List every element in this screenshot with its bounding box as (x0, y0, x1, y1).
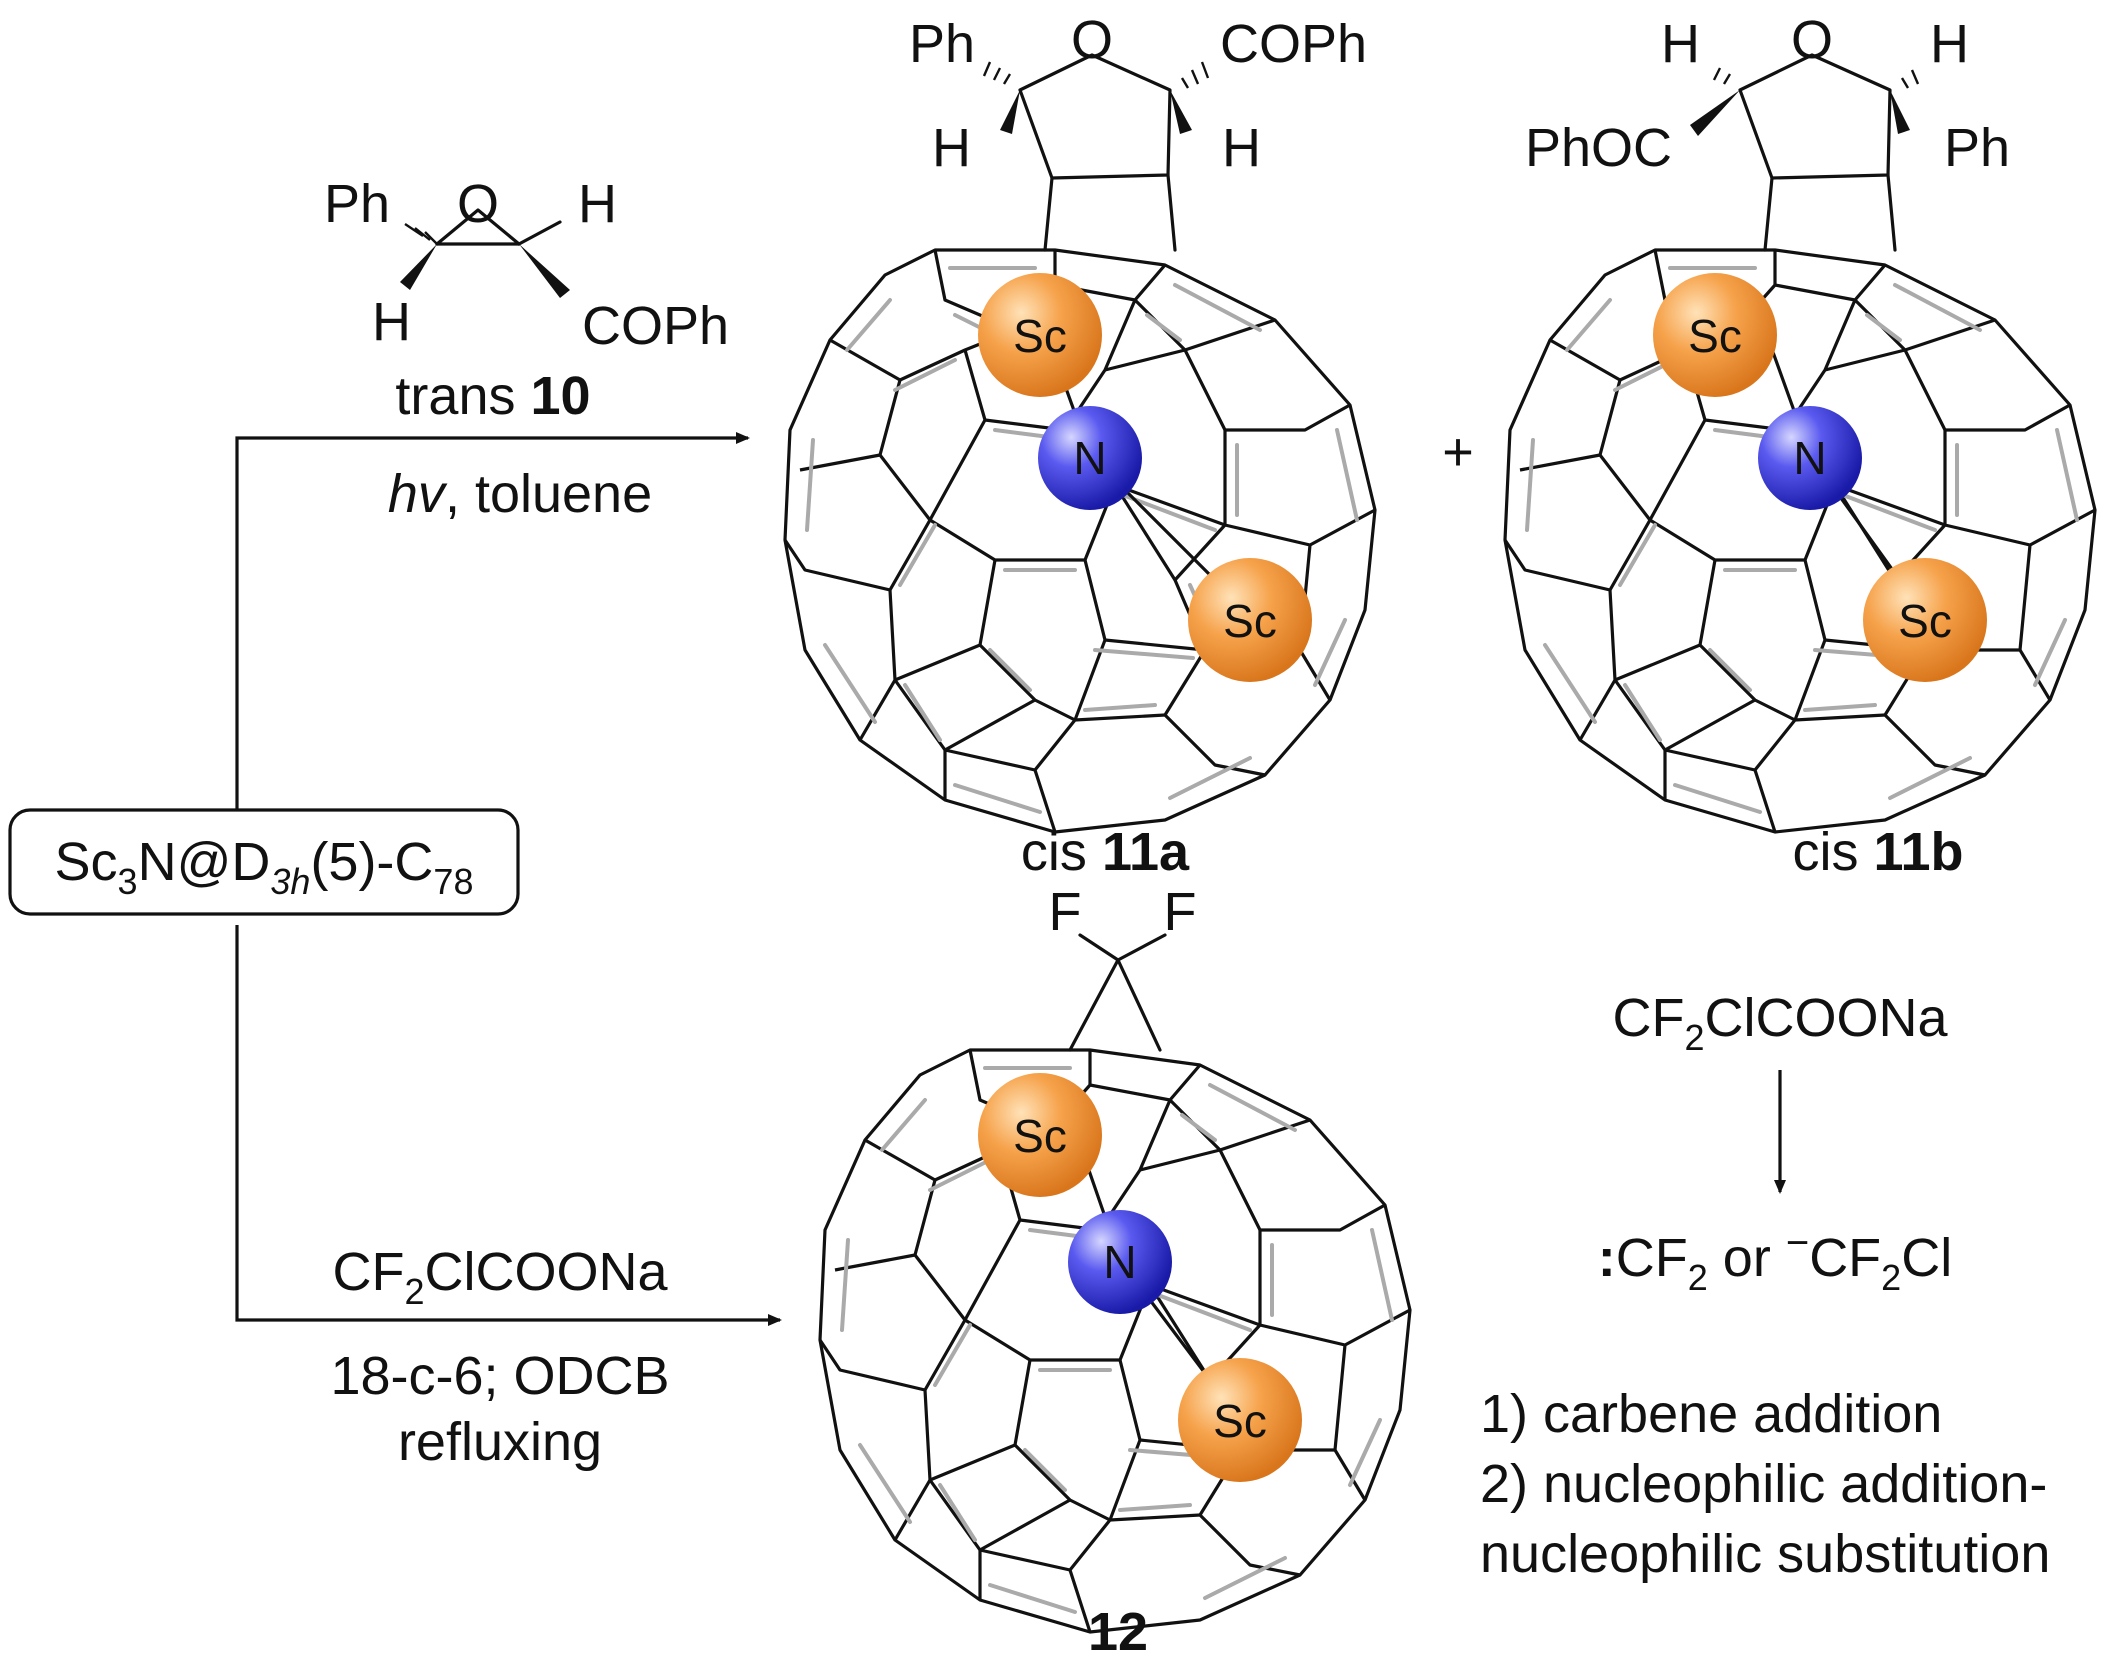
h-right-11b: H (1930, 14, 1969, 74)
epoxide-h-right: H (578, 174, 617, 234)
mechanism-step2-line2: nucleophilic substitution (1480, 1524, 2050, 1584)
ph-label-11b: Ph (1944, 118, 2010, 178)
bottom-reagent: CF2ClCOONa (332, 1242, 668, 1312)
epoxide-oxygen: O (457, 174, 499, 234)
scandium-atom (978, 1073, 1102, 1197)
svg-text:N: N (1073, 432, 1106, 484)
svg-text:N: N (1103, 1236, 1136, 1288)
nitrogen-atom (1038, 406, 1142, 510)
wedge-bond (1170, 90, 1192, 134)
wedge-bond (1000, 90, 1020, 134)
epoxide-ph-label: Ph (324, 174, 390, 234)
phoc-label-11b: PhOC (1525, 118, 1672, 178)
scandium-atom (1188, 558, 1312, 682)
svg-text:Sc: Sc (1688, 310, 1742, 362)
scandium-atom (1863, 558, 1987, 682)
top-conditions: hv, toluene (388, 464, 652, 524)
ph-label-11a: Ph (909, 14, 975, 74)
top-reaction-arrow (235, 432, 750, 810)
wedge-bond (1890, 90, 1910, 134)
epoxide-h-left: H (372, 292, 411, 352)
ring-oxygen-11a: O (1071, 10, 1113, 70)
ring-oxygen-11b: O (1791, 10, 1833, 70)
epoxide-coph-label: COPh (582, 296, 729, 356)
svg-text:Sc: Sc (1013, 1110, 1067, 1162)
epoxide-reagent: O Ph H H COPh trans 10 (324, 174, 729, 426)
svg-text:Sc: Sc (1898, 595, 1952, 647)
product-12-label: 12 (1088, 1602, 1148, 1660)
scandium-atom (1178, 1358, 1302, 1482)
scandium-atom (1653, 273, 1777, 397)
svg-text:Sc: Sc (1223, 595, 1277, 647)
coph-label-11a: COPh (1220, 14, 1367, 74)
bottom-conditions-line2: refluxing (398, 1412, 602, 1472)
mechanism-step2-line1: 2) nucleophilic addition- (1480, 1454, 2047, 1514)
h-left-11a: H (932, 118, 971, 178)
fluorine-left: F (1049, 882, 1082, 942)
scandium-atom (978, 273, 1102, 397)
fullerene-cage-12 (818, 1048, 1412, 1634)
bottom-conditions-line1: 18-c-6; ODCB (330, 1346, 669, 1406)
svg-text:Sc: Sc (1013, 310, 1067, 362)
reactant-box: Sc3N@D3h(5)-C78 (8, 808, 520, 916)
product-12: F F Sc Sc N 12 (818, 882, 1412, 1660)
mechanism-step1: 1) carbene addition (1480, 1384, 1942, 1444)
bottom-reaction-arrow (235, 925, 782, 1326)
svg-text:N: N (1793, 432, 1826, 484)
mechanism-panel: CF2ClCOONa :CF2 or −CF2Cl 1) carbene add… (1480, 988, 2050, 1584)
fullerene-cage-11b (1503, 248, 2097, 834)
reactive-species: :CF2 or −CF2Cl (1598, 1221, 1952, 1298)
product-11b: O H H PhOC Ph Sc Sc N cis 11b (1503, 10, 2097, 882)
fluorine-right: F (1164, 882, 1197, 942)
wedge-bond (1690, 90, 1740, 136)
product-11a: O Ph COPh H H Sc Sc N cis 11a (783, 10, 1377, 882)
mechanism-reagent: CF2ClCOONa (1612, 988, 1948, 1058)
nitrogen-atom (1068, 1210, 1172, 1314)
h-right-11a: H (1222, 118, 1261, 178)
svg-text:Sc: Sc (1213, 1395, 1267, 1447)
reagent-10-label: trans 10 (395, 366, 590, 426)
nitrogen-atom (1758, 406, 1862, 510)
reactant-formula: Sc3N@D3h(5)-C78 (55, 832, 474, 902)
plus-sign: + (1442, 422, 1474, 482)
h-left-11b: H (1661, 14, 1700, 74)
wedge-bond (400, 244, 437, 290)
wedge-bond (519, 244, 570, 298)
product-11a-label: cis 11a (1021, 822, 1190, 882)
product-11b-label: cis 11b (1792, 822, 1963, 882)
